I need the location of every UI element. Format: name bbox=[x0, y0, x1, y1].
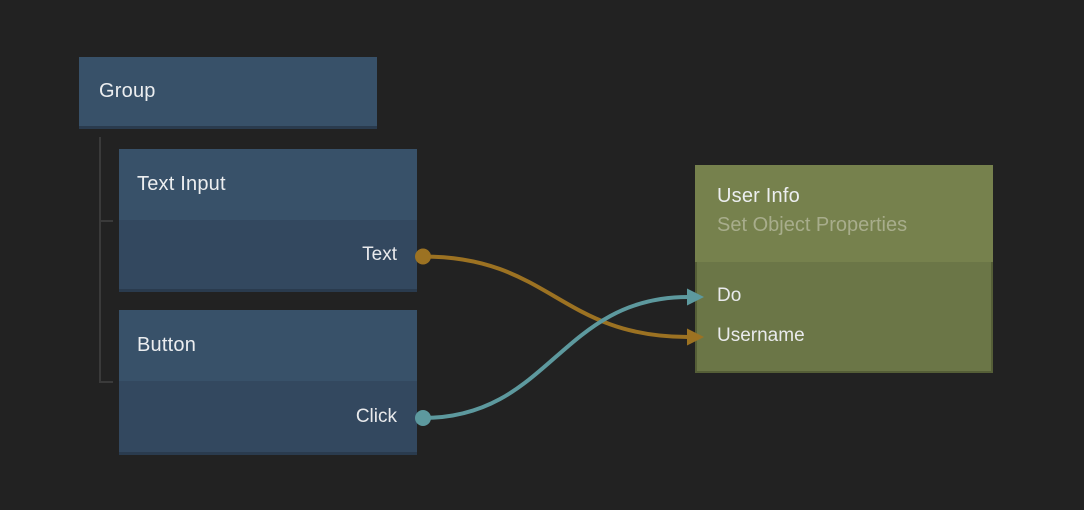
group-title: Group bbox=[99, 80, 156, 102]
username-input-port-label: Username bbox=[717, 325, 805, 346]
input-row-do[interactable]: Do bbox=[717, 276, 993, 316]
connection-click-to-do[interactable] bbox=[421, 295, 690, 420]
text-input-title: Text Input bbox=[137, 173, 226, 195]
text-output-port-label: Text bbox=[362, 243, 397, 265]
user-info-inputs: Do Username bbox=[695, 262, 993, 356]
node-user-info[interactable]: User Info Set Object Properties Do Usern… bbox=[695, 165, 993, 373]
text-input-header[interactable]: Text Input bbox=[119, 149, 417, 220]
connection-text-to-username[interactable] bbox=[421, 254, 690, 339]
node-group[interactable]: Group bbox=[79, 57, 377, 129]
node-text-input[interactable]: Text Input Text bbox=[119, 149, 417, 292]
node-button[interactable]: Button Click bbox=[119, 310, 417, 455]
user-info-header[interactable]: User Info Set Object Properties bbox=[695, 165, 993, 262]
click-output-port-dot[interactable] bbox=[415, 410, 431, 426]
text-output-port-dot[interactable] bbox=[415, 248, 431, 265]
click-output-port-label: Click bbox=[355, 405, 397, 427]
user-info-subtitle: Set Object Properties bbox=[717, 214, 908, 236]
button-output-row[interactable]: Click bbox=[119, 381, 417, 452]
do-input-port-label: Do bbox=[717, 285, 742, 306]
group-children-tree-line bbox=[99, 137, 113, 383]
input-row-username[interactable]: Username bbox=[717, 316, 993, 356]
user-info-title: User Info bbox=[717, 185, 800, 207]
text-input-output-row[interactable]: Text bbox=[119, 220, 417, 289]
button-header[interactable]: Button bbox=[119, 310, 417, 381]
button-title: Button bbox=[137, 334, 197, 356]
